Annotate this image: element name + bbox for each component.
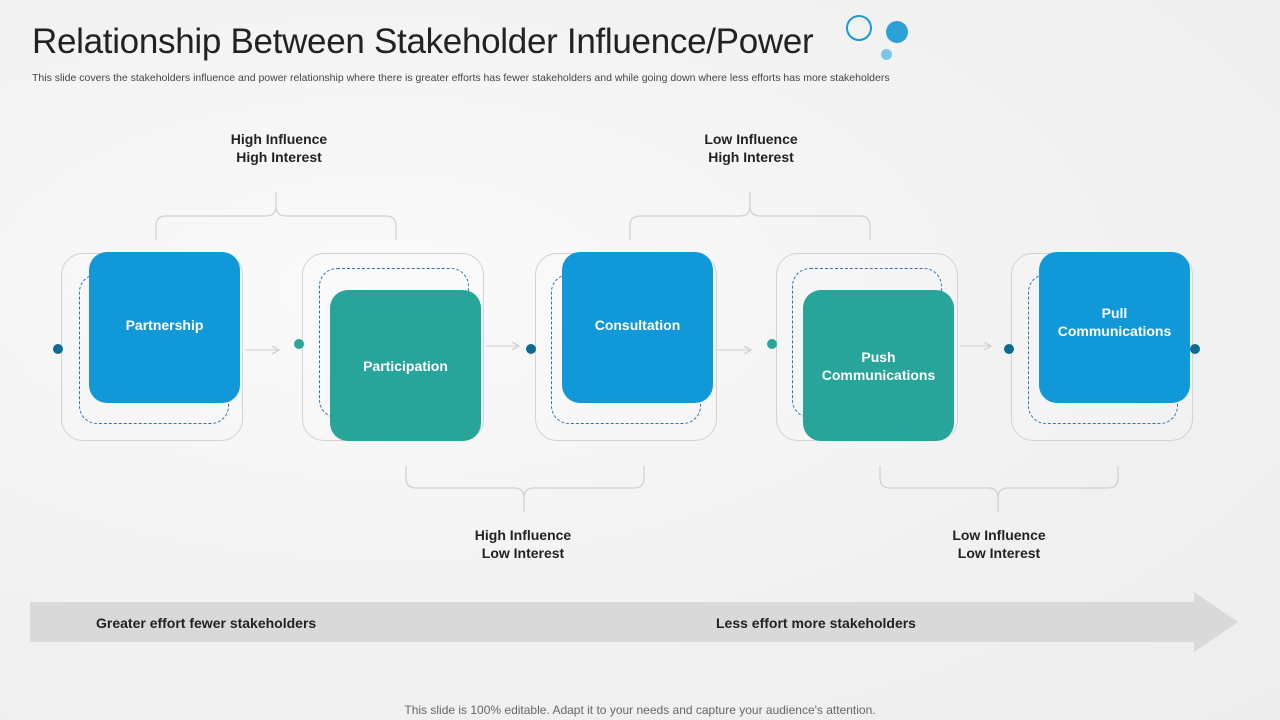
group-label-line1: Low Influence bbox=[704, 131, 798, 147]
group-label-line1: Low Influence bbox=[952, 527, 1046, 543]
bracket-bottom-right bbox=[879, 466, 1119, 512]
stage-dot-2 bbox=[294, 339, 304, 349]
stage-dot-5b bbox=[1190, 344, 1200, 354]
group-label-bottom-left: High Influence Low Interest bbox=[423, 526, 623, 562]
stage-card-push-communications: Push Communications bbox=[803, 290, 954, 441]
arrow-label-right: Less effort more stakeholders bbox=[716, 615, 916, 631]
stage-label: Participation bbox=[363, 357, 448, 374]
stage-card-participation: Participation bbox=[330, 290, 481, 441]
stage-card-partnership: Partnership bbox=[89, 252, 240, 403]
bracket-top-left bbox=[155, 192, 397, 240]
stage-dot-3 bbox=[526, 344, 536, 354]
stage-label-line2: Communications bbox=[1057, 322, 1172, 339]
group-label-line1: High Influence bbox=[230, 131, 328, 147]
stage-dot-4 bbox=[767, 339, 777, 349]
group-label-line2: High Interest bbox=[708, 149, 794, 165]
stage-dot-5a bbox=[1004, 344, 1014, 354]
decor-circle-filled bbox=[886, 21, 908, 43]
group-label-top-right: Low Influence High Interest bbox=[651, 130, 851, 166]
stage-dot-1 bbox=[53, 344, 63, 354]
stage-label: Pull bbox=[1101, 304, 1128, 321]
direction-arrow bbox=[30, 592, 1238, 652]
stage-card-consultation: Consultation bbox=[562, 252, 713, 403]
stage-label: Partnership bbox=[125, 316, 204, 333]
stage-card-pull-communications: Pull Communications bbox=[1039, 252, 1190, 403]
stage-label: Push bbox=[861, 348, 896, 365]
slide-footer: This slide is 100% editable. Adapt it to… bbox=[404, 703, 876, 717]
group-label-line2: High Interest bbox=[236, 149, 322, 165]
stage-label-line2: Communications bbox=[821, 366, 936, 383]
decor-circle-outline bbox=[846, 15, 872, 41]
stage-label: Consultation bbox=[594, 316, 681, 333]
group-label-bottom-right: Low Influence Low Interest bbox=[899, 526, 1099, 562]
group-label-line2: Low Interest bbox=[957, 545, 1041, 561]
group-label-top-left: High Influence High Interest bbox=[179, 130, 379, 166]
decor-circle-small bbox=[881, 49, 892, 60]
slide-subtitle: This slide covers the stakeholders influ… bbox=[32, 72, 890, 84]
arrow-label-left: Greater effort fewer stakeholders bbox=[96, 615, 317, 631]
group-label-line2: Low Interest bbox=[481, 545, 565, 561]
slide-title: Relationship Between Stakeholder Influen… bbox=[32, 22, 814, 61]
bracket-bottom-left bbox=[405, 466, 645, 512]
group-label-line1: High Influence bbox=[474, 527, 572, 543]
bracket-top-right bbox=[629, 192, 871, 240]
